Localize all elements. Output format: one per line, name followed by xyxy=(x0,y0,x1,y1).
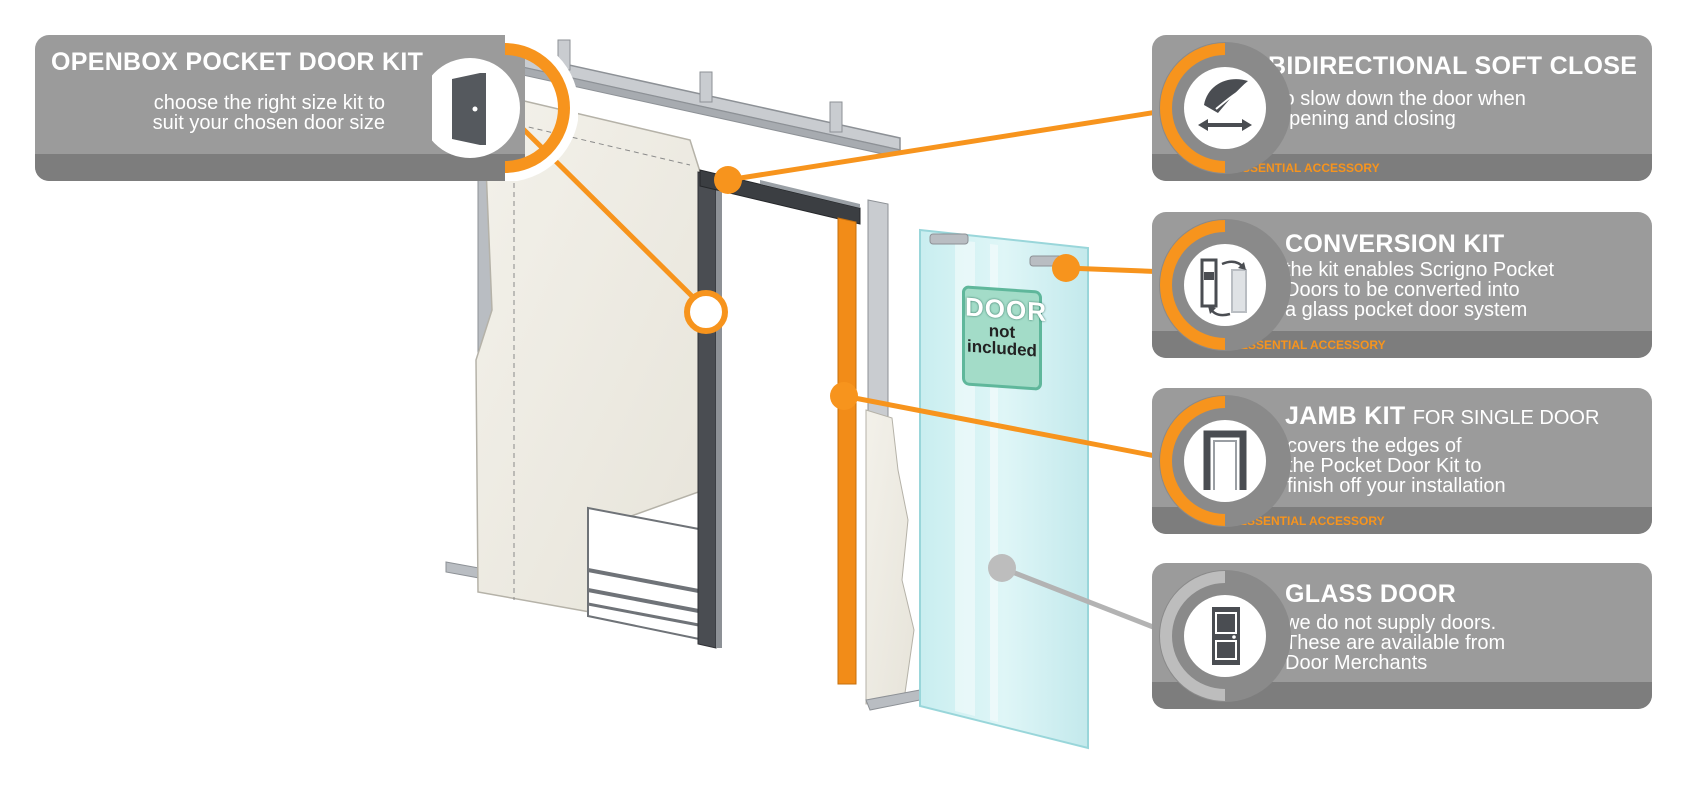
door-not-included-sign: DOOR not included xyxy=(962,285,1047,391)
desc-line: Doors to be converted into xyxy=(1285,279,1520,301)
pocket-jamb xyxy=(697,171,717,649)
callout-title: BIDIRECTIONAL SOFT CLOSE xyxy=(1268,52,1638,80)
callout-description: to slow down the door when opening and c… xyxy=(1278,89,1526,129)
marker-dot-glass xyxy=(988,554,1016,582)
callout-title: GLASS DOOR xyxy=(1285,580,1457,608)
marker-ring-kit xyxy=(684,290,728,334)
callout-description: choose the right size kit to suit your c… xyxy=(153,93,385,133)
desc-line: the Pocket Door Kit to xyxy=(1287,455,1482,477)
timber-jamb xyxy=(837,217,857,685)
conversion-arrows-icon xyxy=(1159,219,1291,351)
feather-arrows-icon xyxy=(1159,42,1291,174)
lower-frame-rails xyxy=(587,506,705,642)
desc-line: to slow down the door when xyxy=(1278,88,1526,110)
panel-strip xyxy=(35,154,525,181)
desc-line: a glass pocket door system xyxy=(1285,299,1528,321)
desc-line: covers the edges of xyxy=(1287,435,1462,457)
desc-line: choose the right size kit to xyxy=(153,92,385,114)
desc-line: we do not supply doors. xyxy=(1285,612,1497,634)
desc-line: finish off your installation xyxy=(1287,475,1506,497)
desc-line: the kit enables Scrigno Pocket xyxy=(1285,259,1555,281)
right-board-fragment xyxy=(865,409,915,705)
sign-line-3: included xyxy=(967,336,1037,361)
desc-line: suit your chosen door size xyxy=(152,112,385,134)
essential-accessory-label: ESSENTIAL ACCESSORY xyxy=(1239,514,1385,528)
marker-dot-soft-close xyxy=(714,166,742,194)
essential-accessory-label: ESSENTIAL ACCESSORY xyxy=(1240,338,1386,352)
sign-line-1: DOOR xyxy=(965,291,1047,328)
callout-title-suffix: FOR SINGLE DOOR xyxy=(1412,407,1600,429)
callout-title: JAMB KIT FOR SINGLE DOOR xyxy=(1285,402,1599,431)
desc-line: Door Merchants xyxy=(1285,652,1428,674)
desc-line: opening and closing xyxy=(1278,108,1456,130)
callout-description: we do not supply doors. These are availa… xyxy=(1285,613,1505,673)
callout-description: the kit enables Scrigno Pocket Doors to … xyxy=(1285,260,1554,320)
desc-line: These are available from xyxy=(1285,632,1506,654)
door-frame-icon xyxy=(1159,395,1291,527)
marker-dot-conversion xyxy=(1052,254,1080,282)
callout-description: covers the edges of the Pocket Door Kit … xyxy=(1287,436,1506,496)
callout-title-main: JAMB KIT xyxy=(1285,402,1406,430)
marker-dot-jamb xyxy=(830,382,858,410)
callout-title: OPENBOX POCKET DOOR KIT xyxy=(51,48,424,76)
callout-title: CONVERSION KIT xyxy=(1285,230,1505,258)
essential-accessory-label: ESSENTIAL ACCESSORY xyxy=(1234,161,1380,175)
panel-door-icon xyxy=(1159,570,1291,702)
door-icon xyxy=(432,35,578,181)
